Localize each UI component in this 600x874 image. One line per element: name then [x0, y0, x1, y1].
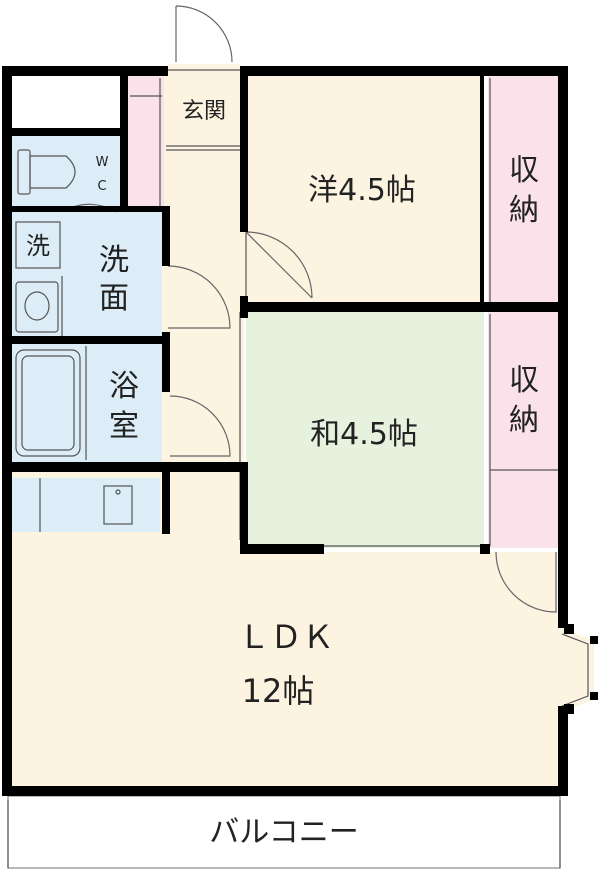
label-storage-2-b: 納	[509, 403, 539, 438]
label-ldk-name: ＬＤＫ	[238, 618, 334, 656]
label-japanese-room: 和4.5帖	[310, 417, 418, 452]
label-bath-2: 室	[109, 409, 139, 444]
label-storage-2-a: 収	[509, 363, 539, 398]
label-wc-c: C	[97, 179, 106, 194]
closet-top-left	[12, 78, 120, 130]
washroom-floor	[10, 212, 162, 336]
kitchen-counter	[12, 478, 160, 532]
label-washer: 洗	[26, 232, 50, 260]
label-storage-1-b: 納	[509, 193, 539, 228]
japanese-room-floor	[246, 312, 484, 548]
western-room-floor	[244, 76, 484, 306]
label-balcony: バルコニー	[209, 815, 358, 850]
entrance-floor	[166, 76, 242, 146]
label-western-room: 洋4.5帖	[308, 173, 416, 208]
storage-1-floor	[488, 76, 560, 306]
ldk-floor	[10, 472, 560, 790]
label-ldk-size: 12帖	[242, 672, 315, 710]
wc-floor	[10, 134, 122, 208]
label-washroom-2: 面	[99, 281, 129, 316]
bay-window-floor	[560, 628, 594, 712]
label-bath-1: 浴	[109, 369, 139, 404]
entrance-door-gap	[168, 64, 240, 78]
shoe-cabinet	[128, 76, 164, 208]
label-wc-w: W	[96, 155, 109, 170]
storage-2-floor	[488, 312, 560, 548]
label-washroom-1: 洗	[99, 243, 129, 278]
label-storage-1-a: 収	[509, 153, 539, 188]
label-entrance: 玄関	[182, 99, 226, 124]
